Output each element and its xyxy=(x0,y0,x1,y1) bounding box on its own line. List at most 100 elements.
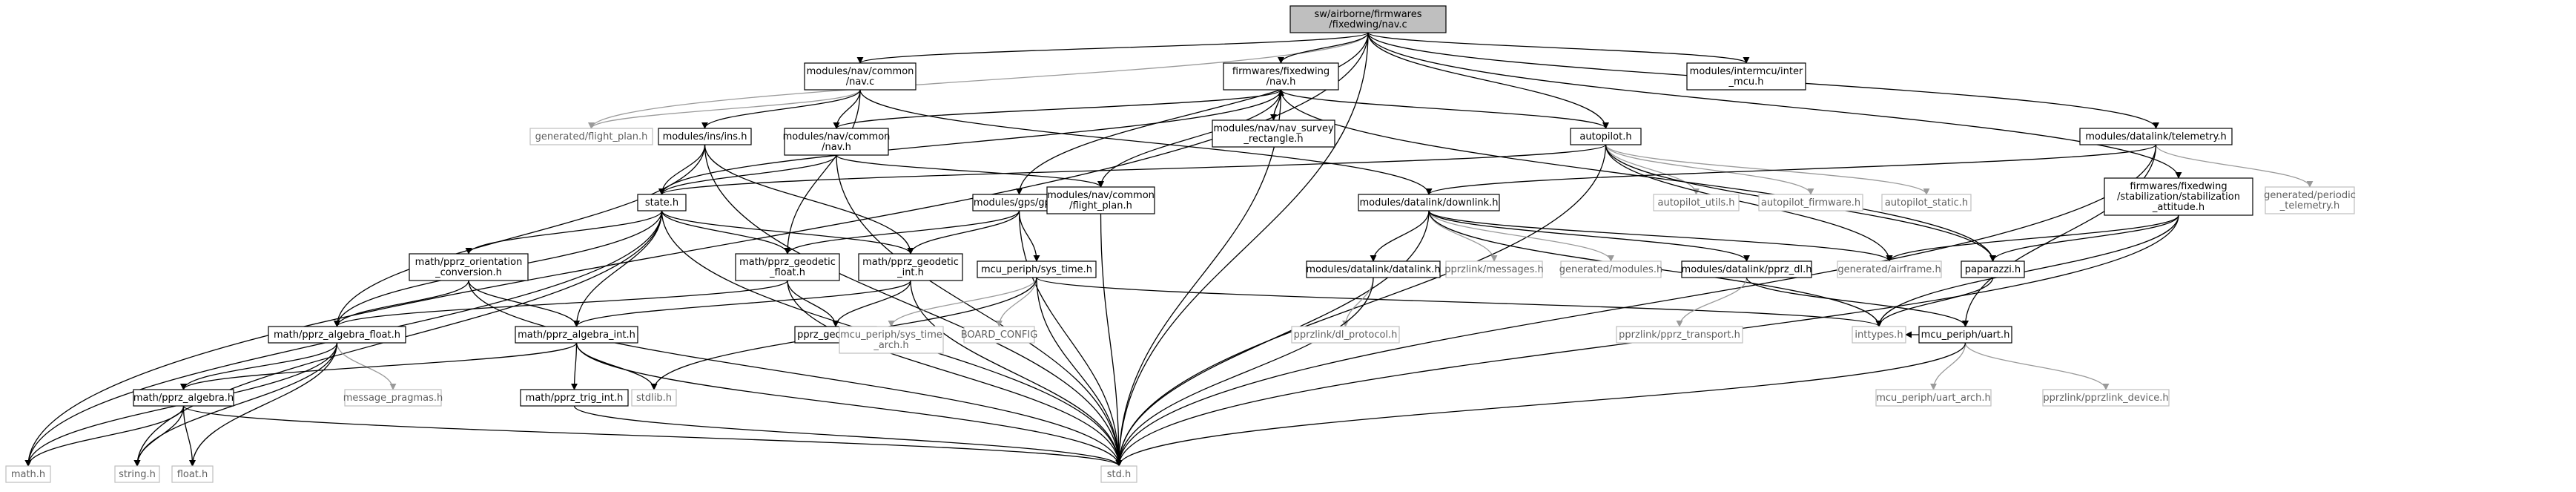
node-label: autopilot.h xyxy=(1579,131,1631,142)
node-label: stdlib.h xyxy=(636,393,672,404)
edge-nav-c-to-fixedwing-nav-h xyxy=(1278,32,1369,64)
node-alg-float[interactable]: math/pprz_algebra_float.h xyxy=(268,326,406,344)
node-label: _int.h xyxy=(896,267,924,278)
node-inttypes[interactable]: inttypes.h xyxy=(1852,326,1906,344)
node-float-h[interactable]: float.h xyxy=(171,465,214,483)
node-common-nav-h[interactable]: modules/nav/common/nav.h xyxy=(783,128,891,156)
node-geo-float[interactable]: math/pprz_geodetic_float.h xyxy=(735,253,840,281)
node-label: math/pprz_trig_int.h xyxy=(526,393,624,404)
edge-ins-h-to-alg-float xyxy=(333,144,706,327)
node-sys-time[interactable]: mcu_periph/sys_time.h xyxy=(977,260,1097,278)
node-pprz-msgs[interactable]: pprzlink/messages.h xyxy=(1444,260,1544,278)
edge-autopilot-h-to-std-h xyxy=(1115,144,1607,467)
edge-common-nav-c-to-downlink xyxy=(859,89,1433,195)
node-label: std.h xyxy=(1107,469,1132,480)
edge-nav-c-to-common-nav-c xyxy=(856,32,1369,64)
node-common-fp[interactable]: modules/nav/common/flight_plan.h xyxy=(1046,186,1155,214)
node-box xyxy=(114,465,160,483)
node-flight-plan-gen[interactable]: generated/flight_plan.h xyxy=(529,128,653,145)
node-ap-firmware[interactable]: autopilot_firmware.h xyxy=(1758,194,1863,211)
edge-sys-time-to-inttypes xyxy=(1036,277,1883,327)
edge-trig-int-to-std-h xyxy=(573,405,1123,467)
node-gen-modules[interactable]: generated/modules.h xyxy=(1559,260,1662,278)
node-common-nav-c[interactable]: modules/nav/common/nav.c xyxy=(804,62,917,91)
edge-gps-h-to-sys-time xyxy=(1018,210,1040,262)
node-downlink[interactable]: modules/datalink/downlink.h xyxy=(1358,194,1500,211)
node-nav-c[interactable]: sw/airborne/firmwares/fixedwing/nav.c xyxy=(1289,5,1447,33)
node-label: /nav.h xyxy=(1266,76,1296,88)
node-pprz-dl[interactable]: modules/datalink/pprz_dl.h xyxy=(1681,260,1812,278)
node-stdlib[interactable]: stdlib.h xyxy=(631,389,677,407)
node-paparazzi[interactable]: paparazzi.h xyxy=(1961,260,2025,278)
node-pprzlink-dev[interactable]: pprzlink/pprzlink_device.h xyxy=(2042,389,2170,407)
node-dl-datalink[interactable]: modules/datalink/datalink.h xyxy=(1306,260,1441,278)
edge-alg-int-to-trig-int xyxy=(570,342,578,390)
node-fixedwing-nav-h[interactable]: firmwares/fixedwing/nav.h xyxy=(1223,62,1339,91)
node-trig-int[interactable]: math/pprz_trig_int.h xyxy=(520,389,629,407)
node-sys-time-arch[interactable]: mcu_periph/sys_time_arch.h xyxy=(839,326,944,354)
node-label: inttypes.h xyxy=(1855,329,1903,341)
node-box xyxy=(1875,389,1992,407)
node-box xyxy=(963,326,1035,344)
node-pprz-transport[interactable]: pprzlink/pprz_transport.h xyxy=(1616,326,1743,344)
node-label: autopilot_utils.h xyxy=(1658,197,1735,209)
node-box xyxy=(5,465,51,483)
node-ap-static[interactable]: autopilot_static.h xyxy=(1881,194,1972,211)
node-box xyxy=(1100,465,1137,483)
edge-fixedwing-nav-h-to-common-fp xyxy=(1097,89,1282,188)
edge-gps-h-to-geo-float xyxy=(784,210,1020,255)
node-survey-rect[interactable]: modules/nav/nav_survey_rectangle.h xyxy=(1212,119,1335,148)
edge-geo-int-to-alg-int xyxy=(573,280,911,327)
edge-gps-h-to-std-h xyxy=(1018,210,1123,467)
node-ins-h[interactable]: modules/ins/ins.h xyxy=(658,128,752,145)
node-gen-periodic[interactable]: generated/periodic_telemetry.h xyxy=(2264,186,2356,214)
node-alg-int[interactable]: math/pprz_algebra_int.h xyxy=(515,326,638,344)
node-uart-arch[interactable]: mcu_periph/uart_arch.h xyxy=(1875,389,1992,407)
node-label: modules/nav/common xyxy=(1047,190,1155,201)
node-box xyxy=(804,62,917,91)
node-orient-conv[interactable]: math/pprz_orientation_conversion.h xyxy=(409,253,529,281)
node-label: /flight_plan.h xyxy=(1069,200,1132,211)
node-label: math/pprz_algebra_int.h xyxy=(518,329,635,341)
node-label: modules/ins/ins.h xyxy=(663,131,747,142)
edge-nav-c-to-math-h xyxy=(24,32,1369,467)
dependency-edges xyxy=(24,32,2314,467)
node-label: modules/nav/common xyxy=(783,131,891,142)
node-geo-int[interactable]: math/pprz_geodetic_int.h xyxy=(858,253,963,281)
node-gen-airframe[interactable]: generated/airframe.h xyxy=(1837,260,1942,278)
node-board-config[interactable]: BOARD_CONFIG xyxy=(961,326,1038,344)
node-box xyxy=(1306,260,1441,278)
node-box xyxy=(1653,194,1740,211)
node-box xyxy=(133,389,234,407)
edge-downlink-to-dl-datalink xyxy=(1370,210,1430,262)
node-uart-h[interactable]: mcu_periph/uart.h xyxy=(1918,326,2012,344)
edge-common-nav-c-to-ins-h xyxy=(701,89,861,129)
node-label: math/pprz_algebra.h xyxy=(133,393,234,404)
node-intermcu[interactable]: modules/intermcu/inter_mcu.h xyxy=(1686,62,1806,91)
node-std-h[interactable]: std.h xyxy=(1100,465,1137,483)
node-stab-att[interactable]: firmwares/fixedwing/stabilization/stabil… xyxy=(2104,177,2253,216)
node-box xyxy=(1223,62,1339,91)
edge-dl-datalink-to-std-h xyxy=(1115,277,1374,467)
edge-downlink-to-pprz-dl xyxy=(1428,210,1750,262)
node-box xyxy=(1212,119,1335,148)
node-label: mcu_periph/uart_arch.h xyxy=(1876,393,1991,404)
node-box xyxy=(268,326,406,344)
edge-alg-h-to-math-h xyxy=(24,405,185,467)
node-telemetry[interactable]: modules/datalink/telemetry.h xyxy=(2079,128,2233,145)
node-box xyxy=(1445,260,1543,278)
node-math-h[interactable]: math.h xyxy=(5,465,51,483)
node-state-h[interactable]: state.h xyxy=(637,194,687,211)
node-label: pprzlink/messages.h xyxy=(1444,264,1544,275)
node-box xyxy=(735,253,840,281)
node-ap-utils[interactable]: autopilot_utils.h xyxy=(1653,194,1740,211)
node-msg-pragmas[interactable]: message_pragmas.h xyxy=(343,389,443,407)
edge-geo-float-to-pprz-geodetic xyxy=(787,280,839,327)
node-box xyxy=(2104,177,2253,216)
edge-nav-c-to-autopilot-h xyxy=(1367,32,1610,129)
node-dl-protocol[interactable]: pprzlink/dl_protocol.h xyxy=(1291,326,1400,344)
node-string-h[interactable]: string.h xyxy=(114,465,160,483)
node-autopilot-h[interactable]: autopilot.h xyxy=(1570,128,1642,145)
node-alg-h[interactable]: math/pprz_algebra.h xyxy=(133,389,234,407)
edge-autopilot-h-to-ap-utils xyxy=(1605,144,1700,195)
